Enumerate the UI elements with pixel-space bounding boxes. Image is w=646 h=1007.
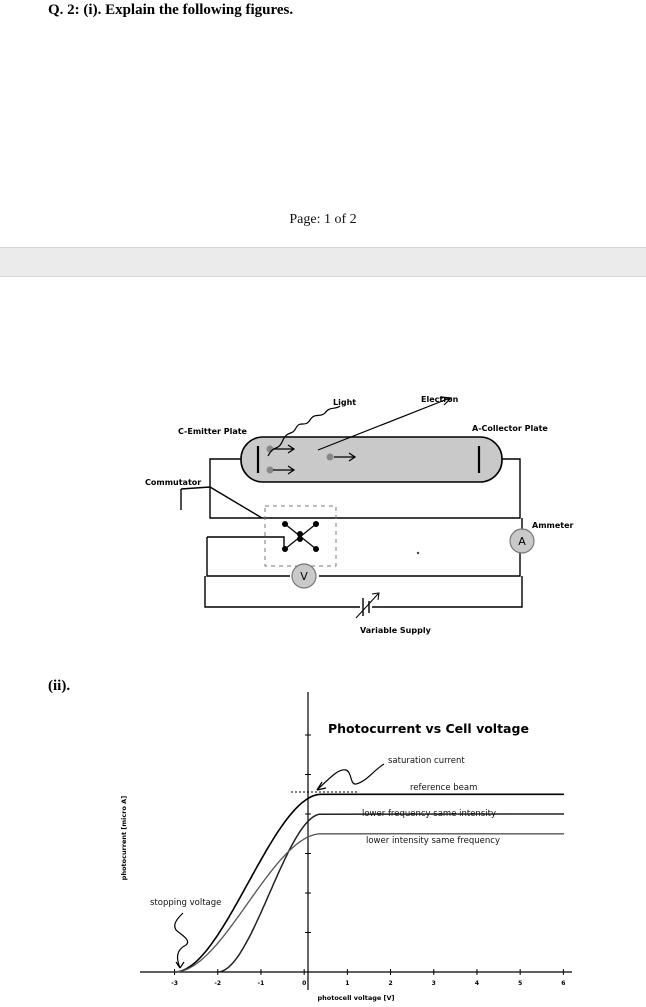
series-label-2: lower intensity same frequency xyxy=(366,836,500,846)
light-label: Light xyxy=(333,398,356,407)
x-ticks: -3 -2 -1 0 1 2 3 4 5 6 xyxy=(171,969,565,987)
ammeter-label: Ammeter xyxy=(532,521,574,530)
saturation-label: saturation current xyxy=(388,756,465,766)
curve-series-2 xyxy=(174,833,564,973)
x-tick-label: -3 xyxy=(171,980,178,987)
y-axis-label: photocurrent [micro A] xyxy=(120,796,128,880)
x-tick-label: 5 xyxy=(518,980,522,987)
x-tick-label: -2 xyxy=(214,980,221,987)
ammeter-icon xyxy=(509,528,535,554)
commutator-label: Commutator xyxy=(145,478,201,487)
question-title: Q. 2: (i). Explain the following figures… xyxy=(48,2,294,18)
light-wave-icon xyxy=(267,405,341,457)
x-tick-label: 1 xyxy=(345,980,349,987)
page-indicator: Page: 1 of 2 xyxy=(289,212,357,227)
phototube xyxy=(240,436,503,483)
voltmeter-icon xyxy=(291,563,317,589)
x-axis-label: photocell voltage [V] xyxy=(317,994,394,1002)
emitter-label: C-Emitter Plate xyxy=(178,427,248,436)
stopping-pointer-icon xyxy=(174,912,189,969)
x-tick-label: 6 xyxy=(561,980,565,987)
variable-supply-icon xyxy=(355,592,380,619)
x-tick-label: -1 xyxy=(258,980,265,987)
saturation-pointer-icon xyxy=(316,763,385,791)
supply-label: Variable Supply xyxy=(360,626,432,635)
x-tick-label: 2 xyxy=(388,980,392,987)
voltmeter-symbol: V xyxy=(300,570,308,583)
x-tick-label: 4 xyxy=(475,980,479,987)
ammeter-symbol: A xyxy=(518,535,526,548)
curve-series-1 xyxy=(217,813,565,973)
part-ii-label: (ii). xyxy=(48,678,71,694)
series-label-1: lower frequency same intensity xyxy=(362,809,496,819)
electron-label: Electron xyxy=(421,395,459,404)
collector-label: A-Collector Plate xyxy=(472,424,548,433)
curves xyxy=(174,793,565,973)
stopping-label: stopping voltage xyxy=(150,898,221,908)
curve-series-0 xyxy=(174,793,564,973)
x-tick-label: 3 xyxy=(432,980,436,987)
electron-arrow-icon xyxy=(317,396,453,451)
y-ticks xyxy=(305,734,311,933)
page-break-bar xyxy=(0,247,646,277)
x-tick-label: 0 xyxy=(302,980,306,987)
graph-title: Photocurrent vs Cell voltage xyxy=(328,721,529,736)
series-label-0: reference beam xyxy=(410,783,477,793)
